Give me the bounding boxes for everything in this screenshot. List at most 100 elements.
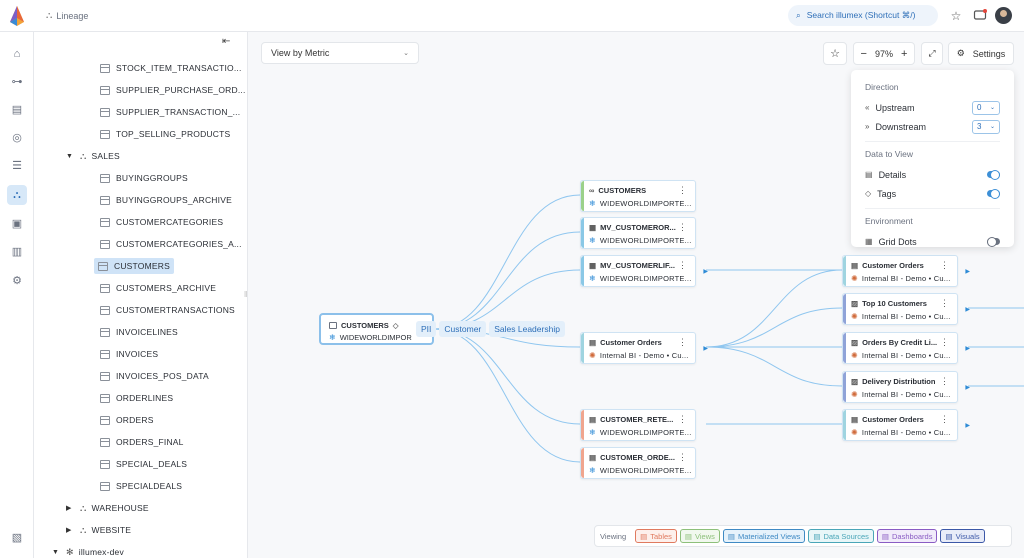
node-subtitle-row: ❄WIDEWORLDIMPORTE... (589, 236, 692, 245)
zoom-in-button[interactable]: + (901, 47, 908, 60)
downstream-select[interactable]: 3⌄ (972, 119, 1000, 134)
tree-item[interactable]: BUYINGGROUPS (100, 170, 188, 186)
chevron-right-icon[interactable]: ▶ (66, 527, 72, 534)
legend-item[interactable]: ▤Visuals (940, 529, 985, 543)
legend-item[interactable]: ▤Data Sources (808, 529, 874, 543)
tree-item[interactable]: ▼⛬SALES (66, 148, 120, 164)
illumex-logo[interactable] (10, 6, 24, 26)
fit-view-button[interactable]: ⤢ (921, 42, 943, 65)
more-icon[interactable]: ⋮ (678, 185, 687, 195)
tag-pii[interactable]: PII (416, 321, 437, 337)
tree-item[interactable]: ORDERLINES (100, 390, 173, 406)
legend-item[interactable]: ▤Dashboards (876, 529, 938, 543)
settings-button[interactable]: ⚙ Settings (948, 42, 1014, 65)
legend-item[interactable]: ▤Materialized Views (722, 529, 806, 543)
favorite-button[interactable]: ☆ (823, 42, 847, 65)
lineage-node[interactable]: ▨Delivery Distribution✺Internal BI - Dem… (842, 371, 970, 403)
lineage-node[interactable]: ▨Top 10 Customers✺Internal BI - Demo • C… (842, 293, 970, 325)
collapse-panel-icon[interactable]: ⇤ (222, 36, 231, 47)
details-toggle[interactable] (987, 170, 1000, 180)
lineage-canvas[interactable]: View by Metric ⌄ ☆ − 97% + ⤢ ⚙ Settings (249, 32, 1024, 558)
tags-toggle[interactable] (987, 189, 1000, 199)
zoom-out-button[interactable]: − (860, 47, 867, 60)
home-icon[interactable]: ⌂ (13, 48, 21, 60)
tree-item[interactable]: SPECIAL_DEALS (100, 456, 187, 472)
expand-downstream-icon[interactable]: ▶ (965, 423, 970, 429)
upstream-select[interactable]: 0⌄ (972, 100, 1000, 115)
tree-item[interactable]: SUPPLIER_PURCHASE_ORD... (100, 82, 246, 98)
expand-downstream-icon[interactable]: ▶ (703, 269, 708, 275)
legend-item[interactable]: ▤Tables (635, 529, 677, 543)
tree-item[interactable]: ▶⛬WAREHOUSE (66, 500, 149, 516)
root-node-customers[interactable]: CUSTOMERS ◇ ❄ WIDEWORLDIMPOR (319, 313, 434, 345)
more-icon[interactable]: ⋮ (678, 260, 687, 270)
tag-sales-leadership[interactable]: Sales Leadership (489, 321, 565, 337)
lineage-node[interactable]: ▤Customer Orders✺Internal BI - Demo • Cu… (842, 255, 970, 287)
tree-item[interactable]: CUSTOMERTRANSACTIONS (100, 302, 235, 318)
tree-item[interactable]: ▼✻illumex-dev (52, 544, 124, 558)
more-icon[interactable]: ⋮ (940, 260, 949, 270)
more-icon[interactable]: ⋮ (678, 452, 687, 462)
more-icon[interactable]: ⋮ (940, 298, 949, 308)
more-icon[interactable]: ⋮ (940, 337, 949, 347)
tree-item[interactable]: SPECIALDEALS (100, 478, 182, 494)
search-button[interactable]: ⌕ Search illumex (Shortcut ⌘/) (788, 5, 938, 26)
more-icon[interactable]: ⋮ (678, 337, 687, 347)
node-title: Customer Orders (862, 415, 924, 424)
star-icon[interactable]: ☆ (950, 9, 962, 23)
lineage-icon[interactable]: ⛬ (7, 185, 27, 205)
tree-item[interactable]: CUSTOMERCATEGORIES_A... (100, 236, 242, 252)
chart-icon: ▨ (851, 338, 859, 347)
tree-item[interactable]: INVOICES_POS_DATA (100, 368, 209, 384)
expand-downstream-icon[interactable]: ▶ (965, 385, 970, 391)
more-icon[interactable]: ⋮ (940, 414, 949, 424)
notifications-icon[interactable] (972, 8, 988, 24)
tree-item[interactable]: BUYINGGROUPS_ARCHIVE (100, 192, 232, 208)
tree-item[interactable]: ORDERS (100, 412, 154, 428)
car-icon[interactable]: ⊶ (11, 76, 23, 88)
gear-icon[interactable]: ⚙ (12, 275, 22, 287)
lineage-node[interactable]: ▦MV_CUSTOMERLIF...❄WIDEWORLDIMPORTE...⋮▶ (580, 255, 708, 287)
lineage-node[interactable]: ▤Customer Orders✺Internal BI - Demo • Cu… (580, 332, 708, 364)
tree-item[interactable]: CUSTOMERS (94, 258, 174, 274)
grid-icon: ▦ (865, 237, 873, 246)
expand-downstream-icon[interactable]: ▶ (965, 346, 970, 352)
chevron-down-icon[interactable]: ▼ (66, 152, 74, 160)
database-icon[interactable]: ☰ (12, 160, 22, 172)
chart-icon[interactable]: ▥ (11, 246, 23, 258)
expand-downstream-icon[interactable]: ▶ (965, 307, 970, 313)
chevron-right-icon[interactable]: ▶ (66, 505, 72, 512)
tree-item[interactable]: ▶⛬WEBSITE (66, 522, 131, 538)
view-by-select[interactable]: View by Metric ⌄ (261, 42, 419, 64)
user-avatar[interactable] (995, 7, 1012, 24)
panel-resize-handle[interactable]: ‖ (244, 290, 248, 299)
more-icon[interactable]: ⋮ (940, 376, 949, 386)
lineage-node[interactable]: ▤Customer Orders✺Internal BI - Demo • Cu… (842, 409, 970, 441)
book-icon[interactable]: ▤ (11, 104, 23, 116)
expand-downstream-icon[interactable]: ▶ (965, 269, 970, 275)
lineage-node[interactable]: ▦MV_CUSTOMEROR...❄WIDEWORLDIMPORTE...⋮ (580, 217, 696, 249)
lineage-node[interactable]: ▤CUSTOMER_ORDE...❄WIDEWORLDIMPORTE...⋮ (580, 447, 696, 479)
tree-item[interactable]: INVOICES (100, 346, 158, 362)
tree-item[interactable]: TOP_SELLING_PRODUCTS (100, 126, 230, 142)
report-icon[interactable]: ▣ (11, 218, 23, 230)
legend-item[interactable]: ▤Views (679, 529, 720, 543)
grid-dots-toggle[interactable] (987, 237, 1000, 247)
tree-item[interactable]: ORDERS_FINAL (100, 434, 184, 450)
chevron-down-icon[interactable]: ▼ (52, 548, 60, 556)
lineage-node[interactable]: ▤CUSTOMER_RETE...❄WIDEWORLDIMPORTE...⋮ (580, 409, 696, 441)
tree-item[interactable]: STOCK_ITEM_TRANSACTIO... (100, 60, 242, 76)
tag-customer[interactable]: Customer (439, 321, 487, 337)
more-icon[interactable]: ⋮ (678, 222, 687, 232)
lineage-node[interactable]: ∞CUSTOMERS❄WIDEWORLDIMPORTE...⋮ (580, 180, 696, 212)
lineage-node[interactable]: ▨Orders By Credit Li...✺Internal BI - De… (842, 332, 970, 364)
tree-item[interactable]: CUSTOMERCATEGORIES (100, 214, 223, 230)
tree-item[interactable]: INVOICELINES (100, 324, 178, 340)
node-title-row: ▦MV_CUSTOMERLIF... (589, 261, 675, 270)
tree-item[interactable]: CUSTOMERS_ARCHIVE (100, 280, 216, 296)
compass-icon[interactable]: ◎ (12, 132, 22, 144)
file-icon[interactable]: ▧ (11, 532, 23, 544)
more-icon[interactable]: ⋮ (678, 414, 687, 424)
expand-downstream-icon[interactable]: ▶ (703, 346, 708, 352)
tree-item[interactable]: SUPPLIER_TRANSACTION_... (100, 104, 240, 120)
